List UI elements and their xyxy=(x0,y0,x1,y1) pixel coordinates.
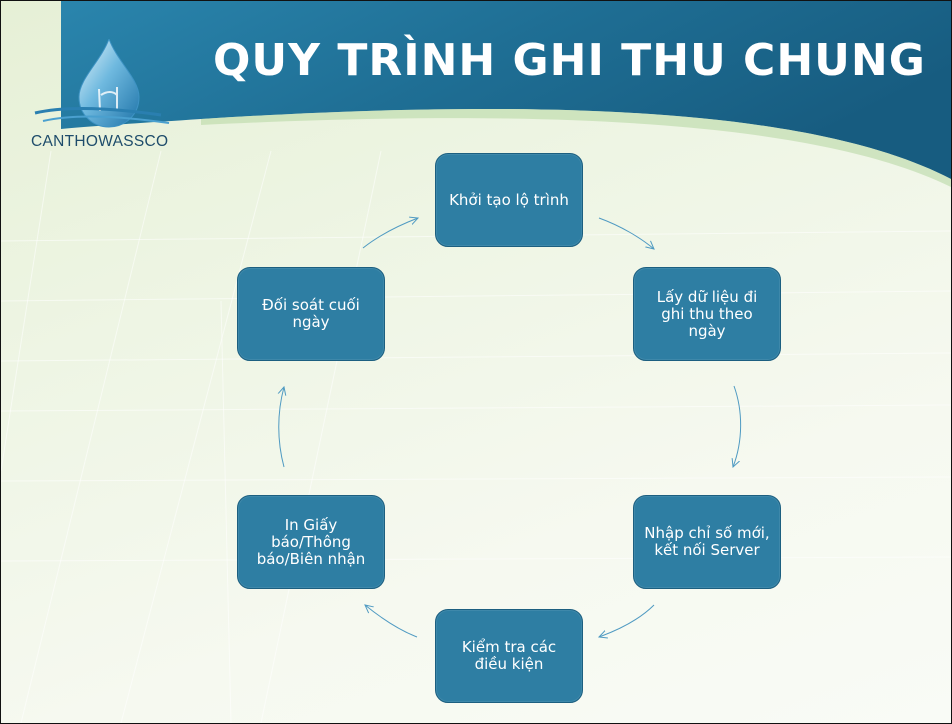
cycle-step-4: Kiểm tra các điều kiện xyxy=(435,609,583,703)
cycle-step-5-label: In Giấy báo/Thông báo/Biên nhận xyxy=(256,515,366,568)
arrow-step6-to-step1 xyxy=(362,218,418,249)
cycle-step-6: Đối soát cuối ngày xyxy=(237,267,385,361)
page-title: QUY TRÌNH GHI THU CHUNG xyxy=(213,35,926,86)
cycle-step-3: Nhập chỉ số mới, kết nối Server xyxy=(633,495,781,589)
cycle-step-4-label: Kiểm tra các điều kiện xyxy=(461,638,557,673)
arrow-step3-to-step4 xyxy=(599,604,655,637)
water-drop-logo xyxy=(34,39,170,128)
arrow-step1-to-step2 xyxy=(598,217,654,249)
cycle-step-6-label: Đối soát cuối ngày xyxy=(262,296,360,331)
background-grid xyxy=(1,150,951,723)
cycle-step-2-label: Lấy dữ liệu đi ghi thu theo ngày xyxy=(656,287,758,340)
arrow-step4-to-step5 xyxy=(365,605,418,638)
cycle-step-1-label: Khởi tạo lộ trình xyxy=(449,190,569,209)
cycle-step-5: In Giấy báo/Thông báo/Biên nhận xyxy=(237,495,385,589)
cycle-step-3-label: Nhập chỉ số mới, kết nối Server xyxy=(644,524,770,559)
cycle-step-1: Khởi tạo lộ trình xyxy=(435,153,583,247)
arrow-step2-to-step3 xyxy=(733,385,742,467)
brand-name: CANTHOWASSCO xyxy=(31,133,169,150)
banner-wave xyxy=(201,108,951,187)
cycle-step-2: Lấy dữ liệu đi ghi thu theo ngày xyxy=(633,267,781,361)
arrow-step5-to-step6 xyxy=(279,387,284,468)
header-banner xyxy=(61,1,951,179)
